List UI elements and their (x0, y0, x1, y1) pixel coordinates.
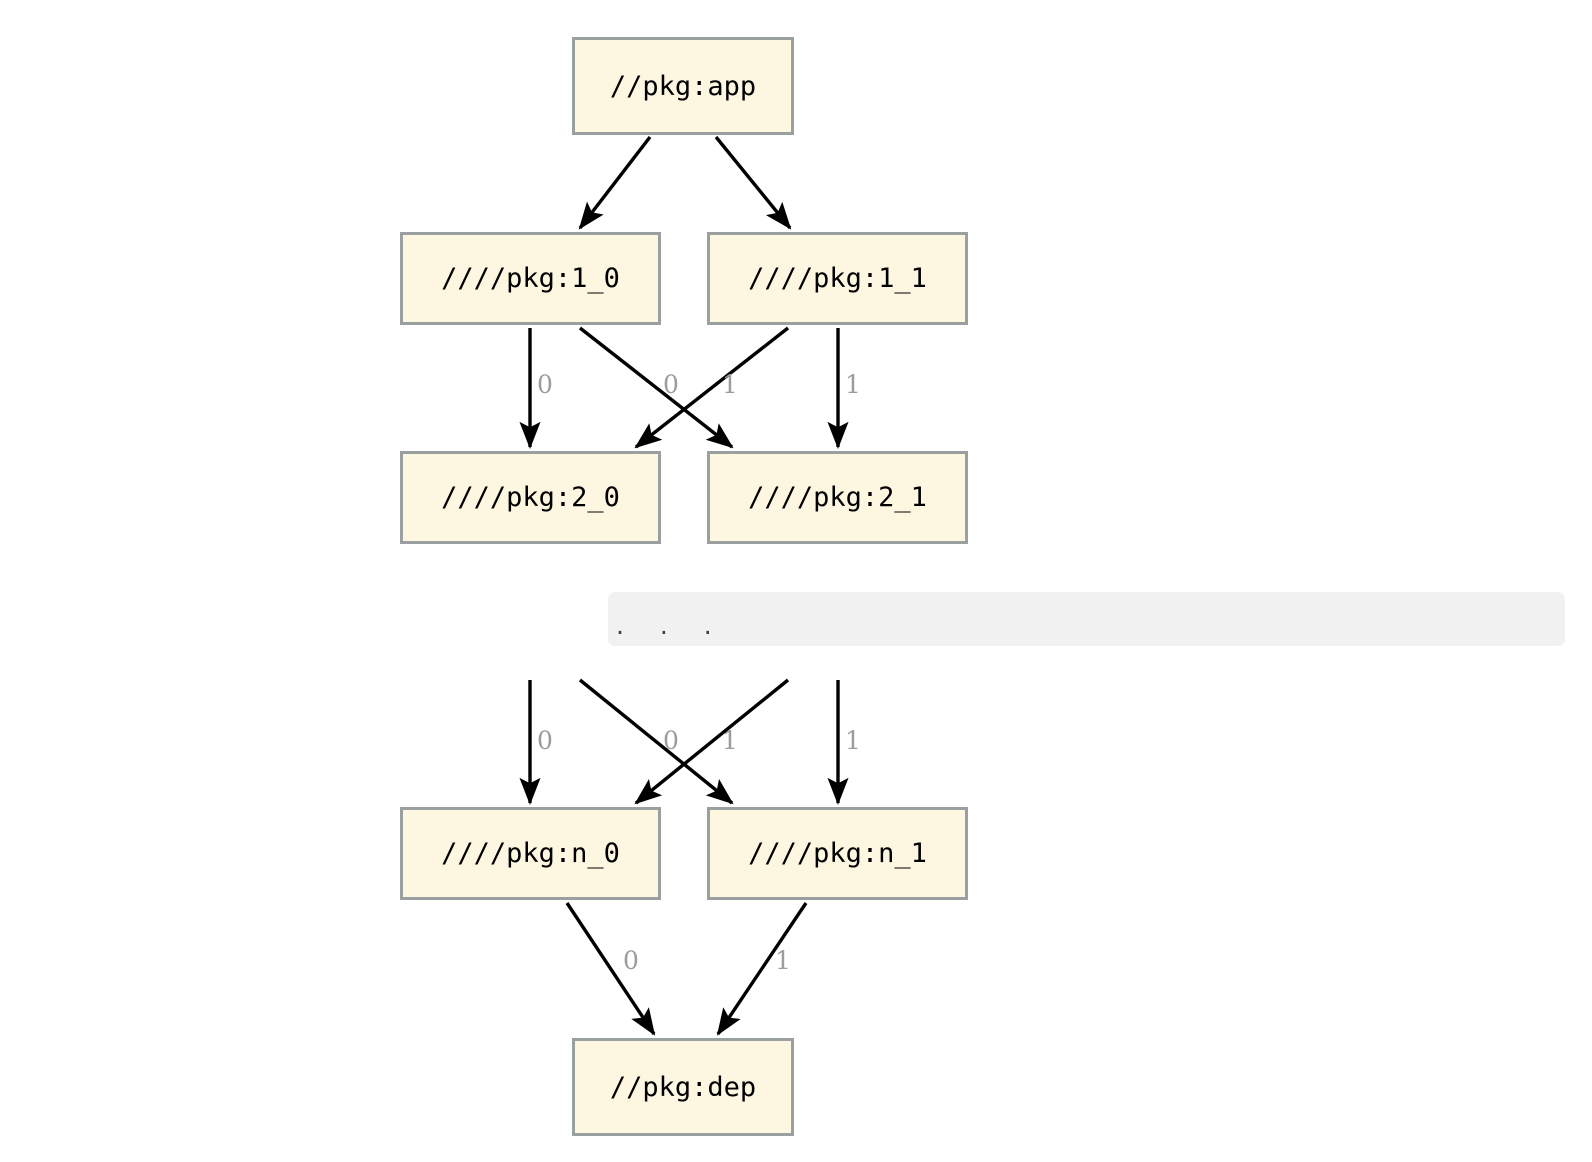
node-l1_0[interactable]: ////pkg:1_0 (400, 232, 661, 325)
edge-l1_0-to-l2_1 (578, 326, 734, 449)
node-label: ////pkg:2_0 (441, 482, 620, 513)
edge-label: 1 (722, 726, 738, 755)
node-label: //pkg:app (609, 70, 757, 102)
node-label: ////pkg:1_0 (441, 263, 620, 294)
edge-label: 0 (663, 726, 679, 755)
edge-label: 0 (623, 946, 639, 975)
node-label: //pkg:dep (609, 1071, 757, 1103)
edge-app-to-l1_1 (714, 135, 792, 230)
edge-src-to-ln_0 (634, 678, 790, 805)
node-label: ////pkg:2_1 (748, 482, 927, 513)
edge-l1_1-to-l2_0 (634, 326, 790, 449)
edge-src-to-ln_1 (578, 678, 734, 805)
node-label: ////pkg:n_1 (748, 838, 927, 869)
edge-label: 1 (845, 370, 861, 399)
node-l2_1[interactable]: ////pkg:2_1 (707, 451, 968, 544)
node-dep[interactable]: //pkg:dep (572, 1038, 794, 1136)
ellipsis-text: . . . (616, 610, 726, 640)
node-ln_1[interactable]: ////pkg:n_1 (707, 807, 968, 900)
edge-label: 0 (663, 370, 679, 399)
edge-label: 0 (537, 726, 553, 755)
node-l2_0[interactable]: ////pkg:2_0 (400, 451, 661, 544)
edge-layer (519, 135, 849, 1036)
edge-label: 1 (775, 946, 791, 975)
edge-app-to-l1_0 (578, 135, 652, 230)
edge-ln_0-to-dep (565, 902, 656, 1036)
edge-label: 0 (537, 370, 553, 399)
edge-label: 1 (845, 726, 861, 755)
node-ln_0[interactable]: ////pkg:n_0 (400, 807, 661, 900)
node-l1_1[interactable]: ////pkg:1_1 (707, 232, 968, 325)
node-label: ////pkg:1_1 (748, 263, 927, 294)
node-label: ////pkg:n_0 (441, 838, 620, 869)
edge-label: 1 (722, 370, 738, 399)
node-app[interactable]: //pkg:app (572, 37, 794, 135)
edge-ln_1-to-dep (716, 902, 808, 1036)
truncation-band: . . . (608, 592, 1565, 646)
